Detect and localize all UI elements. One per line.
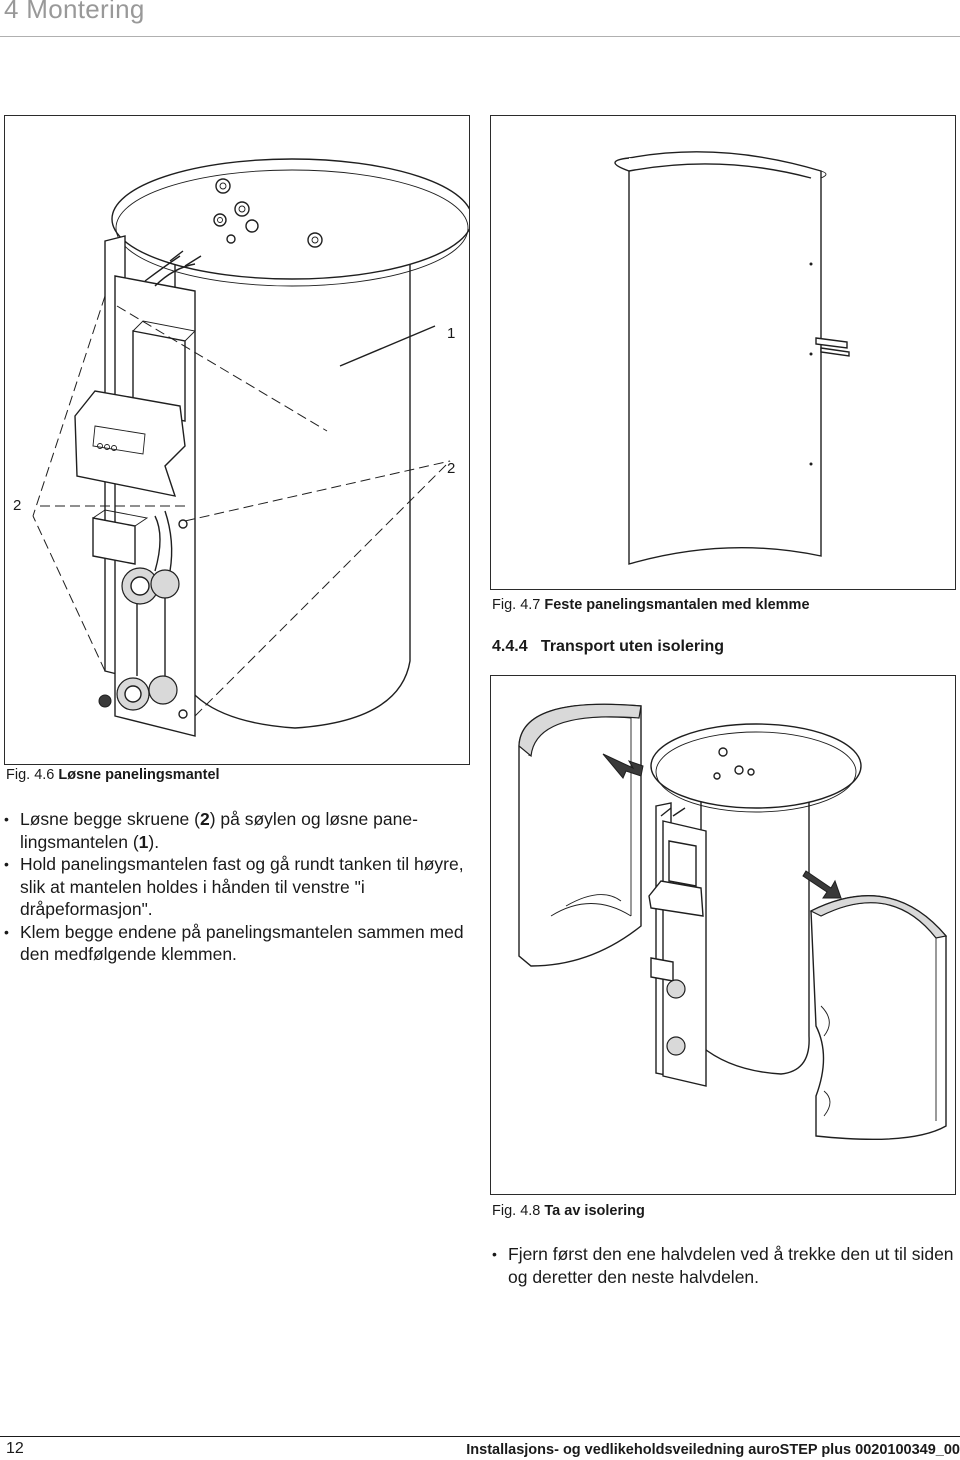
instruction-item: Fjern først den ene halvdelen ved å trek… — [488, 1243, 956, 1288]
figure-4-8-number: Fig. 4.8 — [492, 1203, 541, 1219]
header-divider — [0, 36, 960, 37]
figure-4-8-title: Ta av isolering — [544, 1203, 645, 1219]
figure-4-8 — [490, 675, 956, 1195]
footer-divider — [0, 1436, 960, 1437]
callout-2-left: 2 — [13, 497, 21, 514]
chapter-title: 4 Montering — [4, 0, 145, 24]
left-instruction-list: Løsne begge skruene (2) på søylen og løs… — [0, 808, 468, 966]
figure-4-6: 1 2 2 — [4, 115, 470, 765]
instruction-item: Klem begge endene på panelingsmantelen s… — [0, 921, 468, 966]
instruction-item: Løsne begge skruene (2) på søylen og løs… — [0, 808, 468, 853]
figure-4-7-caption: Fig. 4.7 Feste panelingsmantalen med kle… — [492, 597, 810, 613]
footer-document-title: Installasjons- og vedlikeholdsveiledning… — [466, 1442, 960, 1458]
figure-4-6-caption: Fig. 4.6 Løsne panelingsmantel — [6, 767, 220, 783]
figure-4-6-number: Fig. 4.6 — [6, 767, 55, 783]
callout-2-right: 2 — [447, 460, 455, 477]
instruction-item: Hold panelingsmantelen fast og gå rundt … — [0, 853, 468, 921]
page-number: 12 — [6, 1440, 24, 1457]
figure-4-7 — [490, 115, 956, 590]
remove-insulation-illustration — [518, 703, 948, 1141]
panel-mantle-illustration — [614, 151, 850, 565]
figure-4-7-number: Fig. 4.7 — [492, 597, 541, 613]
section-heading: 4.4.4 Transport uten isolering — [492, 638, 725, 655]
figure-4-6-title: Løsne panelingsmantel — [58, 767, 220, 783]
figure-4-7-title: Feste panelingsmantalen med klemme — [544, 597, 810, 613]
right-instruction-list: Fjern først den ene halvdelen ved å trek… — [488, 1243, 956, 1288]
callout-1: 1 — [447, 325, 455, 342]
figure-4-8-caption: Fig. 4.8 Ta av isolering — [492, 1203, 645, 1219]
tank-with-panel-illustration: 1 2 2 — [13, 158, 469, 737]
